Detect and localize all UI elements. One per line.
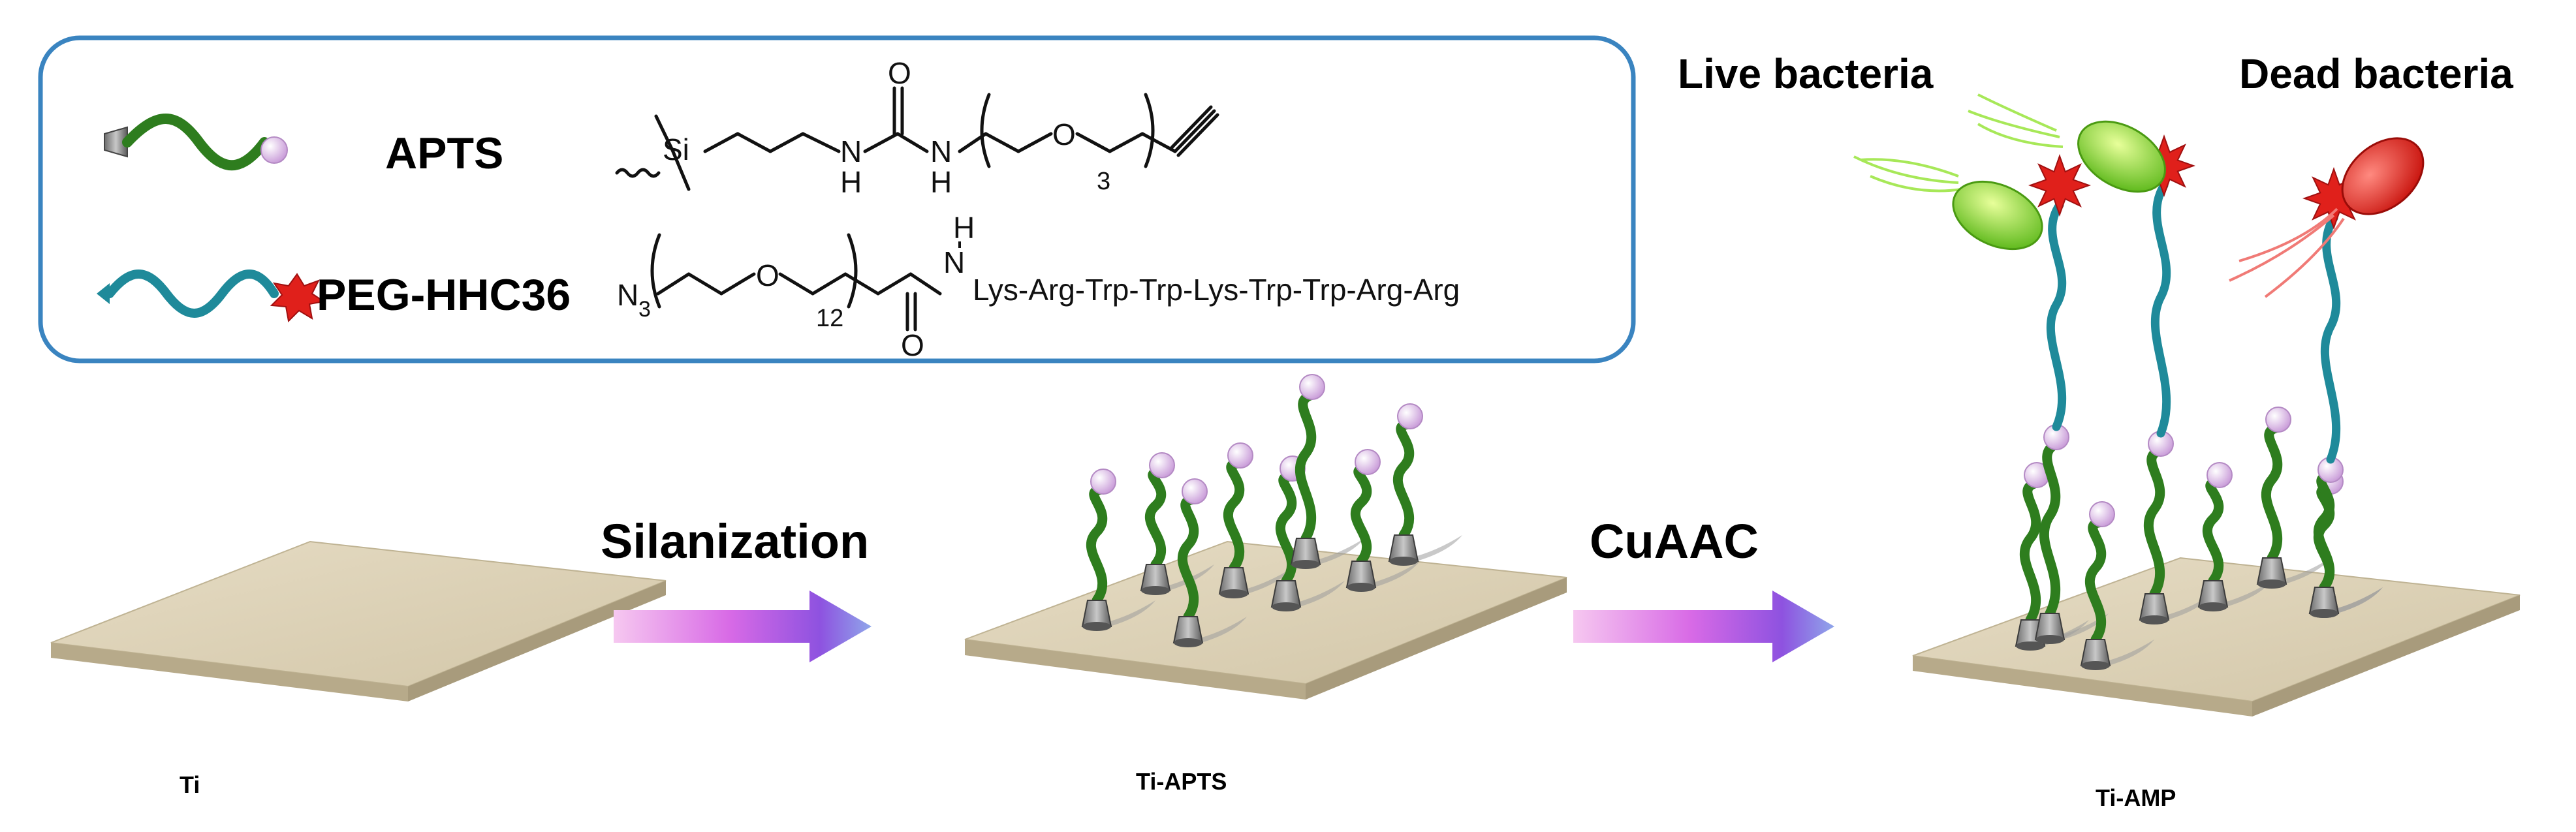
peg-hhc36-label: PEG-HHC36 [317,270,571,320]
apts-chain [1144,468,1167,570]
peg-chain [2150,181,2171,438]
apts-structure [615,86,1219,191]
apts-icon [104,114,288,171]
apts-chain [1223,458,1246,573]
legend-border [38,35,1636,363]
apts-chain [2261,422,2284,563]
silanization-label: Silanization [601,514,869,568]
apts-n2-h: H [930,165,952,199]
ti-amp-label: Ti-AMP [2096,784,2176,811]
peg-amide-h: H [953,211,975,245]
alkyne-ball [1182,478,1208,504]
alkyne-ball [2207,462,2233,488]
dead-bacteria [2229,137,2425,298]
peg-peptide-sequence: Lys-Arg-Trp-Trp-Lys-Trp-Trp-Arg-Arg [973,273,1460,307]
apts-chain [2143,445,2166,599]
peg-carbonyl-o: O [901,328,924,362]
peg-azide-sub: 3 [638,297,651,322]
ti-label: Ti [180,771,200,798]
ti-plate [50,540,667,701]
apts-label: APTS [385,129,503,178]
apts-subscript: 3 [1097,168,1110,195]
peg-hhc36-icon [97,270,326,323]
live-bacteria-1 [1853,155,2043,251]
apts-molecules [1081,374,1462,647]
dead-bacteria-label: Dead bacteria [2239,50,2513,97]
ti-apts-label: Ti-APTS [1136,768,1227,795]
apts-n2: N [930,134,952,168]
apts-chain [1295,390,1317,544]
peg-azide-n: N [617,278,638,312]
alkyne-ball [1149,452,1175,478]
apts-carbonyl-o: O [888,56,911,90]
ti-apts-plate [964,540,1567,700]
apts-chain [1392,419,1415,540]
apts-chain [2313,471,2336,593]
apts-chain [1177,494,1200,622]
legend-box: APTS Si N H O [38,35,1636,363]
peg-subscript: 12 [816,305,843,332]
apts-n1-h: H [840,165,862,199]
alkyne-ball [1299,374,1325,400]
silanization-arrow [614,591,872,662]
peg-amide-n: N [943,245,965,279]
alkyne-ball [1397,403,1423,429]
apts-chain [1350,465,1373,566]
alkyne-ball [2265,407,2291,433]
apts-n1: N [840,134,862,168]
peptide-star-icon [2028,154,2091,217]
peg-chain [2320,213,2341,464]
peg-ether-o: O [756,258,779,292]
apts-chain [2039,439,2062,619]
apts-ether-o: O [1052,117,1076,151]
ti-amp-plate [1912,557,2521,716]
cuaac-arrow [1573,591,1834,662]
alkyne-ball [1355,449,1381,475]
cuaac-label: CuAAC [1590,514,1759,568]
alkyne-ball [1227,442,1253,469]
live-bacteria-2 [1968,93,2166,193]
peg-structure [650,233,942,331]
alkyne-ball [2089,501,2115,527]
apts-chain [2202,478,2225,586]
apts-chain [2084,517,2107,645]
live-bacteria-label: Live bacteria [1678,50,1934,97]
peg-star-icon [270,273,326,323]
apts-chain [2019,478,2042,625]
alkyne-ball [1090,469,1116,495]
apts-chain [1086,484,1108,606]
peg-chain [2046,200,2067,431]
apts-chain [1275,471,1298,586]
apts-si: Si [663,132,689,166]
